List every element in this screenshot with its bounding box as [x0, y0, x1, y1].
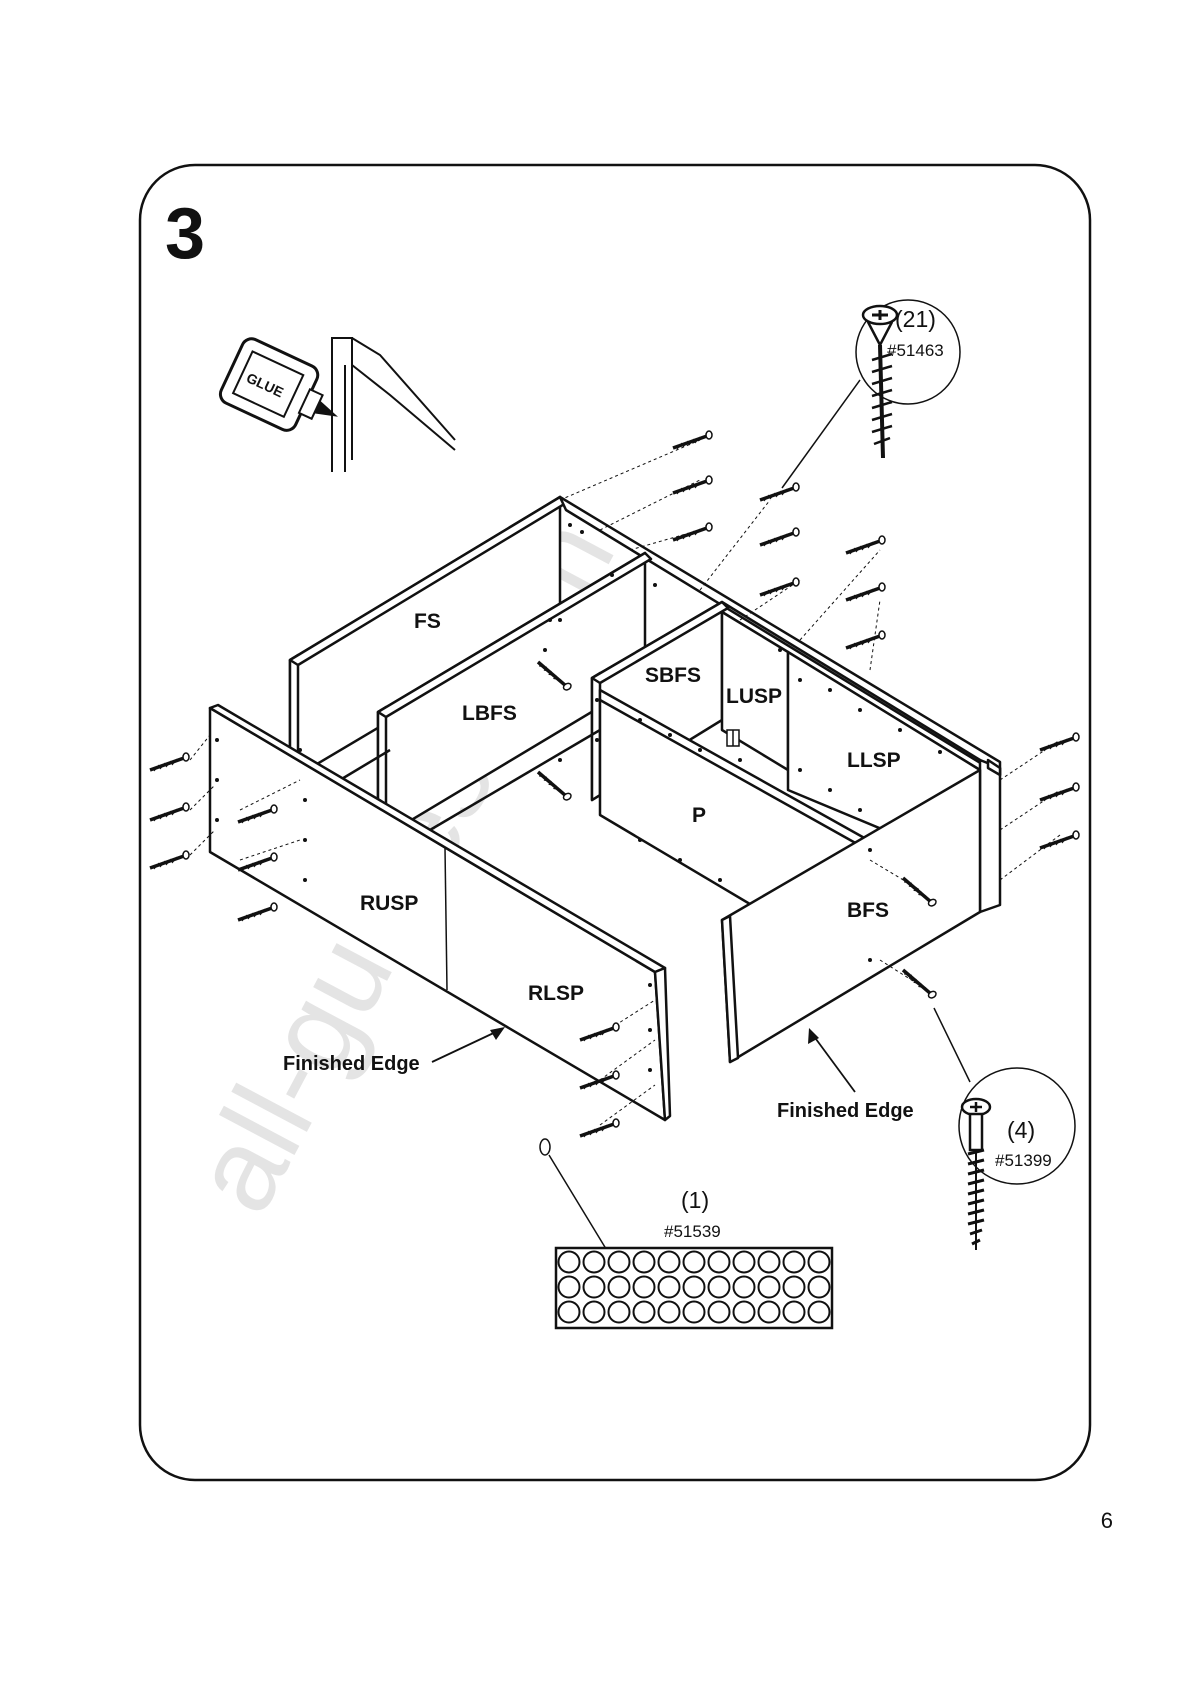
cover-cap-icon — [609, 1277, 630, 1298]
cam-fastener-icon — [727, 730, 739, 746]
caps-grid — [559, 1252, 830, 1323]
step-number: 3 — [165, 194, 205, 274]
cover-cap-icon — [734, 1302, 755, 1323]
cover-cap-icon — [759, 1252, 780, 1273]
label-p: P — [692, 804, 706, 827]
screw-icon — [1040, 733, 1079, 751]
cover-cap-icon — [584, 1302, 605, 1323]
screw-4-part: #51399 — [995, 1151, 1052, 1170]
screw-icon — [846, 631, 885, 649]
cover-cap-icon — [809, 1302, 830, 1323]
screw-4-qty: (4) — [1007, 1117, 1035, 1143]
cover-cap-icon — [784, 1277, 805, 1298]
cover-cap-icon — [809, 1252, 830, 1273]
screw-icon — [1040, 783, 1079, 801]
label-bfs: BFS — [847, 899, 889, 922]
cover-cap-icon — [584, 1277, 605, 1298]
cover-cap-icon — [559, 1302, 580, 1323]
screw-icon — [760, 483, 799, 501]
label-lusp: LUSP — [726, 685, 782, 708]
cover-cap-icon — [659, 1252, 680, 1273]
screw-icon — [580, 1119, 619, 1137]
screw-icon — [846, 583, 885, 601]
screw-icon — [150, 851, 189, 869]
cover-cap-icon — [559, 1252, 580, 1273]
cover-cap-icon — [734, 1277, 755, 1298]
cover-cap-icon — [784, 1252, 805, 1273]
screw-icon — [1040, 831, 1079, 849]
hardware-callout-screw-21: (21) #51463 — [782, 300, 960, 488]
cover-cap-icon — [709, 1277, 730, 1298]
cover-cap-icon — [734, 1252, 755, 1273]
cover-cap-icon — [684, 1302, 705, 1323]
label-lbfs: LBFS — [462, 702, 517, 725]
hardware-callout-caps: (1) #51539 — [540, 1139, 832, 1328]
hardware-callout-screw-4: (4) #51399 — [934, 1008, 1075, 1250]
cover-cap-icon — [584, 1252, 605, 1273]
cover-cap-icon — [634, 1302, 655, 1323]
cover-cap-icon — [759, 1277, 780, 1298]
cover-cap-icon — [609, 1302, 630, 1323]
cover-cap-icon — [634, 1277, 655, 1298]
cover-cap-icon — [784, 1302, 805, 1323]
screw-icon — [673, 431, 712, 449]
cover-cap-icon — [709, 1252, 730, 1273]
cover-cap-icon — [659, 1302, 680, 1323]
finished-edge-right: Finished Edge — [777, 1100, 914, 1122]
screw-icon — [673, 523, 712, 541]
cover-cap-icon — [659, 1277, 680, 1298]
cover-cap-icon — [709, 1302, 730, 1323]
label-fs: FS — [414, 610, 441, 633]
cover-cap-icon — [684, 1252, 705, 1273]
finished-edge-left: Finished Edge — [283, 1053, 420, 1075]
screw-icon — [902, 962, 937, 1005]
screw-icon — [537, 764, 572, 807]
cover-cap-icon — [809, 1277, 830, 1298]
label-llsp: LLSP — [847, 749, 901, 772]
screw-21-part: #51463 — [887, 341, 944, 360]
caps-part: #51539 — [664, 1222, 721, 1241]
screw-icon — [150, 753, 189, 771]
label-sbfs: SBFS — [645, 664, 701, 687]
page-number: 6 — [1101, 1508, 1113, 1534]
cover-cap-icon — [684, 1277, 705, 1298]
label-rlsp: RLSP — [528, 982, 584, 1005]
cover-cap-icon — [634, 1252, 655, 1273]
label-rusp: RUSP — [360, 892, 418, 915]
screw-icon — [760, 528, 799, 546]
screw-icon — [673, 476, 712, 494]
glue-bottle-illustration: GLUE — [217, 336, 455, 472]
cover-cap-icon — [759, 1302, 780, 1323]
cover-cap-icon — [609, 1252, 630, 1273]
cover-cap-icon — [559, 1277, 580, 1298]
screw-icon — [238, 903, 277, 921]
caps-qty: (1) — [681, 1187, 709, 1213]
screw-icon — [150, 803, 189, 821]
screw-icon — [846, 536, 885, 554]
screw-21-qty: (21) — [895, 306, 936, 332]
screw-icon — [760, 578, 799, 596]
